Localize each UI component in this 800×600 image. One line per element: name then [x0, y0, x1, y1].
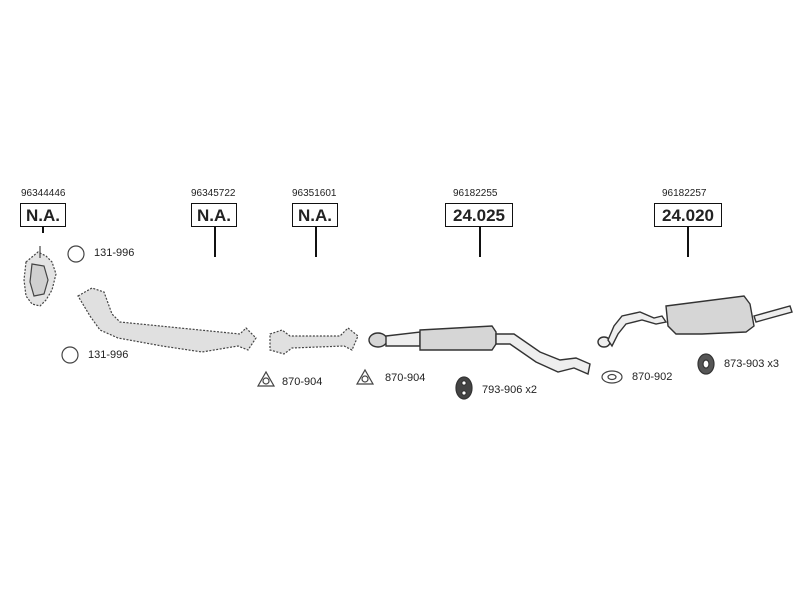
accessory-label: 870-902 — [632, 371, 673, 383]
oem-number: 96344446 — [21, 188, 66, 199]
leader-line — [214, 227, 216, 257]
accessory-label: 793-906 x2 — [482, 384, 538, 396]
leader-line — [479, 227, 481, 257]
part-ref-box[interactable]: 24.020 — [654, 203, 722, 227]
flange-gasket-icon — [256, 370, 276, 387]
leader-line — [315, 227, 317, 257]
oem-number: 96345722 — [191, 188, 236, 199]
part-ref-box[interactable]: 24.025 — [445, 203, 513, 227]
accessory-label: 870-904 — [385, 372, 426, 384]
accessory-label: 870-904 — [282, 376, 323, 388]
leader-line — [687, 227, 689, 257]
rubber-mount-icon — [697, 353, 715, 375]
rubber-hanger-icon — [455, 376, 473, 400]
oval-gasket-icon — [601, 370, 623, 384]
flex-pipe-part — [269, 327, 359, 355]
part-ref-box[interactable]: N.A. — [191, 203, 237, 227]
accessory-label: 873-903 x3 — [724, 358, 780, 370]
accessory-label: 131-996 — [94, 247, 135, 259]
front-pipe-part — [77, 287, 257, 353]
part-ref-box[interactable]: N.A. — [20, 203, 66, 227]
oem-number: 96351601 — [292, 188, 337, 199]
oem-number: 96182257 — [662, 188, 707, 199]
flange-gasket-icon — [355, 368, 375, 385]
catalytic-converter-part — [23, 246, 57, 307]
accessory-label: 131-996 — [88, 349, 129, 361]
oem-number: 96182255 — [453, 188, 498, 199]
leader-line — [42, 227, 44, 233]
ring-icon — [67, 245, 85, 263]
centre-silencer-part — [368, 325, 591, 375]
ring-icon — [61, 346, 79, 364]
part-ref-box[interactable]: N.A. — [292, 203, 338, 227]
rear-silencer-part — [597, 295, 793, 348]
